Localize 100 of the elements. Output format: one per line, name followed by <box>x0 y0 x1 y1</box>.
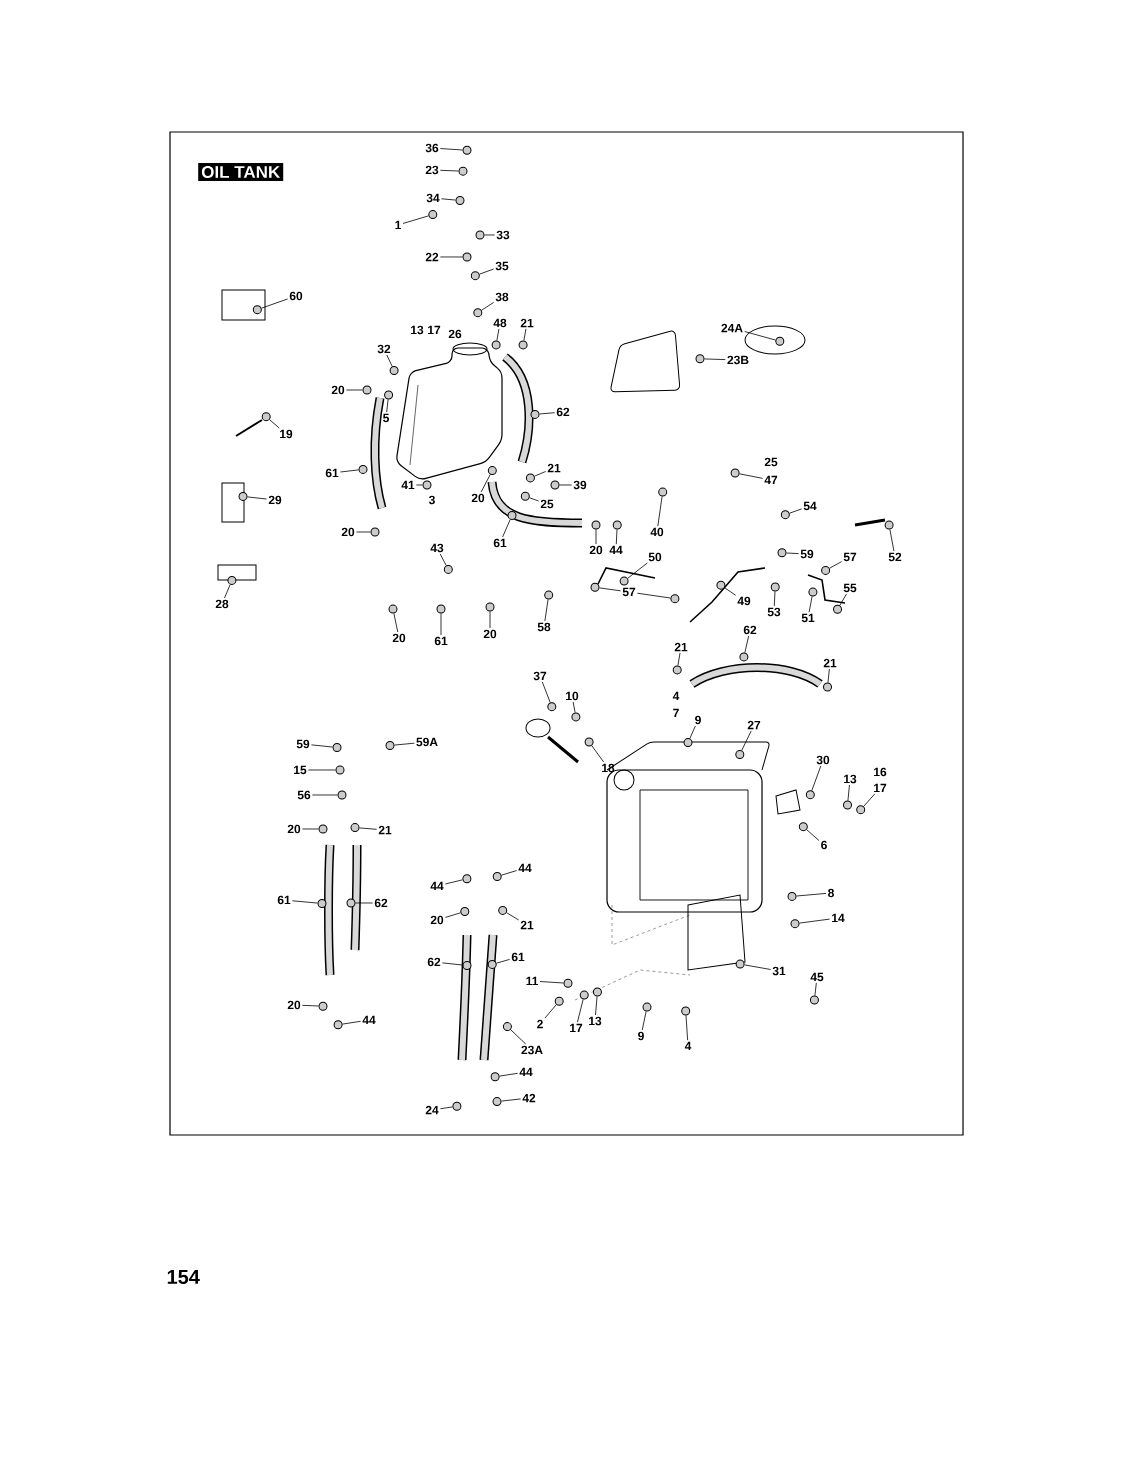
callout-number: 25 <box>540 499 554 509</box>
callout-number: 10 <box>566 691 579 701</box>
callout-number: 54 <box>803 501 817 511</box>
part-symbol <box>683 738 693 748</box>
callout-number: 52 <box>888 552 902 562</box>
callout-number: 20 <box>331 385 345 395</box>
callout-number: 16 <box>874 767 887 777</box>
part-symbol <box>491 340 501 350</box>
leader-line <box>247 496 268 500</box>
callout-number: 24 <box>425 1105 439 1115</box>
part-symbol <box>777 548 787 558</box>
part-symbol <box>770 582 780 592</box>
leader-line <box>685 1015 689 1041</box>
part-symbol <box>507 510 517 520</box>
part-symbol <box>422 480 432 490</box>
leader-line <box>544 1004 557 1019</box>
leader-line <box>499 1072 519 1077</box>
part-symbol <box>805 790 815 800</box>
callout-number: 33 <box>496 230 510 240</box>
leader-line <box>356 531 371 533</box>
part-symbol <box>672 665 682 675</box>
callout-number: 6 <box>821 840 827 850</box>
leader-line <box>342 1020 362 1025</box>
part-symbol <box>798 822 808 832</box>
callout-number: 44 <box>519 1067 533 1077</box>
callout-number: 35 <box>495 261 509 271</box>
leader-line <box>439 553 447 566</box>
part-symbol <box>658 487 668 497</box>
part-symbol <box>563 978 573 988</box>
part-symbol <box>389 366 399 375</box>
callout-number: 21 <box>378 825 392 835</box>
part-symbol <box>485 602 495 612</box>
leader-line <box>847 784 850 801</box>
leader-line <box>480 474 491 493</box>
leader-line <box>572 701 576 713</box>
part-symbol <box>856 805 866 815</box>
callout-number: 27 <box>747 720 761 730</box>
part-symbol <box>452 1101 462 1111</box>
part-symbol <box>475 230 485 240</box>
part-symbol <box>333 1020 343 1030</box>
callout-number: 21 <box>823 658 837 668</box>
part-symbol <box>492 1097 502 1107</box>
part-symbol <box>335 765 345 775</box>
part-symbol <box>730 468 740 478</box>
leader-line <box>863 793 876 807</box>
leader-line <box>744 331 776 341</box>
callout-number: 11 <box>526 976 538 986</box>
leader-line <box>677 652 681 666</box>
callout-number: 20 <box>430 915 444 925</box>
part-symbol <box>443 564 453 574</box>
callout-number: 57 <box>843 552 857 562</box>
leader-line <box>534 471 547 477</box>
part-symbol <box>385 741 395 750</box>
part-symbol <box>695 354 705 364</box>
part-symbol <box>462 961 472 970</box>
callout-number: 40 <box>650 527 664 537</box>
leader-line <box>312 794 338 796</box>
leader-line <box>394 742 415 746</box>
leader-line <box>484 234 496 236</box>
callout-number: 7 <box>673 708 679 718</box>
leader-line <box>302 1004 319 1007</box>
part-symbol <box>833 604 842 614</box>
callout-number: 3 <box>428 495 435 505</box>
leader-line <box>839 593 847 606</box>
leader-line <box>445 879 463 885</box>
part-symbol <box>458 166 468 176</box>
leader-line <box>811 765 822 791</box>
part-symbol <box>592 987 602 997</box>
callout-number: 58 <box>537 622 551 632</box>
callout-number: 13 <box>844 774 857 784</box>
callout-number: 62 <box>427 957 441 967</box>
leader-line <box>657 496 663 527</box>
part-symbol <box>238 491 248 501</box>
leader-line <box>637 592 671 599</box>
callout-number: 19 <box>280 429 293 439</box>
leader-line <box>799 918 831 924</box>
leader-line <box>386 354 393 367</box>
leader-line <box>506 912 520 921</box>
part-symbol <box>554 996 564 1006</box>
part-symbol <box>350 823 360 833</box>
part-symbol <box>462 874 472 884</box>
part-symbol <box>332 743 342 752</box>
callout-number: 45 <box>810 972 824 982</box>
callout-number: 53 <box>767 607 781 617</box>
leader-line <box>641 1011 647 1031</box>
part-symbol <box>780 510 790 520</box>
callout-number: 62 <box>556 407 570 417</box>
callout-number: 4 <box>672 691 680 701</box>
leader-line <box>261 298 289 309</box>
leader-line <box>442 962 463 966</box>
leader-line <box>577 999 584 1023</box>
leader-line <box>889 529 895 552</box>
leader-line <box>541 681 551 703</box>
callout-number: 1 <box>395 220 401 230</box>
part-symbol <box>681 1006 691 1016</box>
callout-number: 23A <box>521 1045 543 1055</box>
callout-number: 56 <box>297 790 311 800</box>
callout-number: 8 <box>828 888 834 898</box>
callout-number: 20 <box>287 1000 301 1010</box>
part-symbol <box>612 520 622 530</box>
